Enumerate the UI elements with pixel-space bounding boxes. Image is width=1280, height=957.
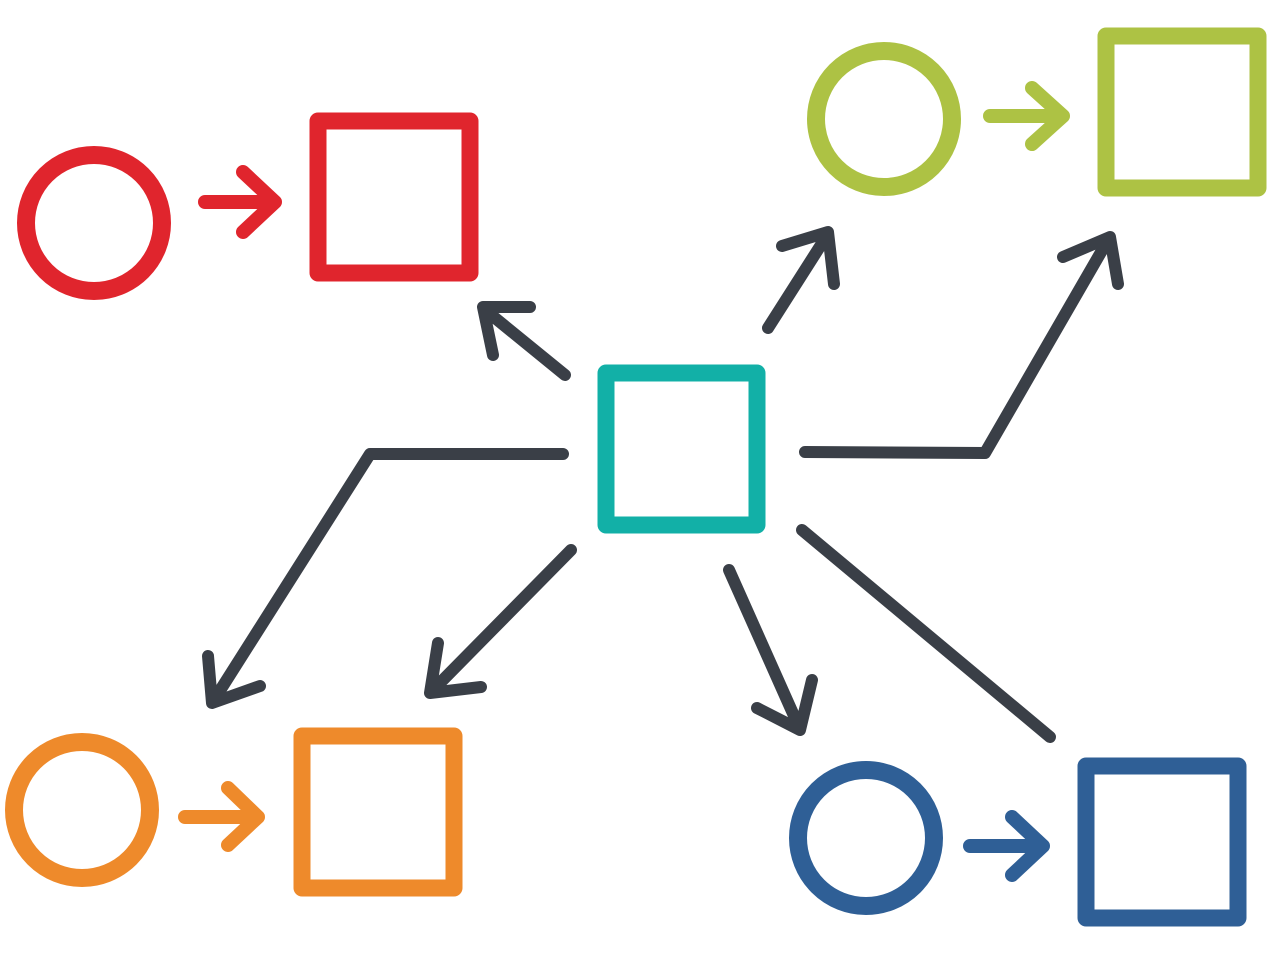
orange-square-node[interactable]: [293, 727, 463, 897]
green-group: [807, 27, 1267, 197]
connector-to-green-square: [799, 231, 1124, 459]
orange-circle-node[interactable]: [5, 733, 159, 887]
red-circle-node[interactable]: [17, 146, 171, 300]
green-arrow-icon: [983, 81, 1070, 151]
blue-group: [789, 757, 1247, 927]
red-square-node[interactable]: [309, 112, 479, 282]
orange-arrow-icon: [178, 781, 265, 852]
connector-to-green-circle: [762, 226, 840, 334]
orange-group: [5, 727, 463, 897]
connectors: [202, 226, 1124, 743]
green-square-node[interactable]: [1097, 27, 1267, 197]
red-arrow-icon: [198, 165, 282, 239]
green-circle-node[interactable]: [807, 42, 961, 196]
connector-to-red: [477, 301, 571, 381]
red-group: [17, 112, 479, 300]
connector-to-blue-circle: [723, 564, 818, 736]
connector-to-blue-square: [796, 524, 1056, 743]
connector-to-orange-left: [202, 448, 569, 709]
connector-to-orange-square: [424, 544, 577, 699]
center-teal-square-node[interactable]: [597, 364, 766, 534]
blue-arrow-icon: [963, 810, 1050, 882]
blue-square-node[interactable]: [1077, 757, 1247, 927]
blue-circle-node[interactable]: [789, 761, 943, 915]
